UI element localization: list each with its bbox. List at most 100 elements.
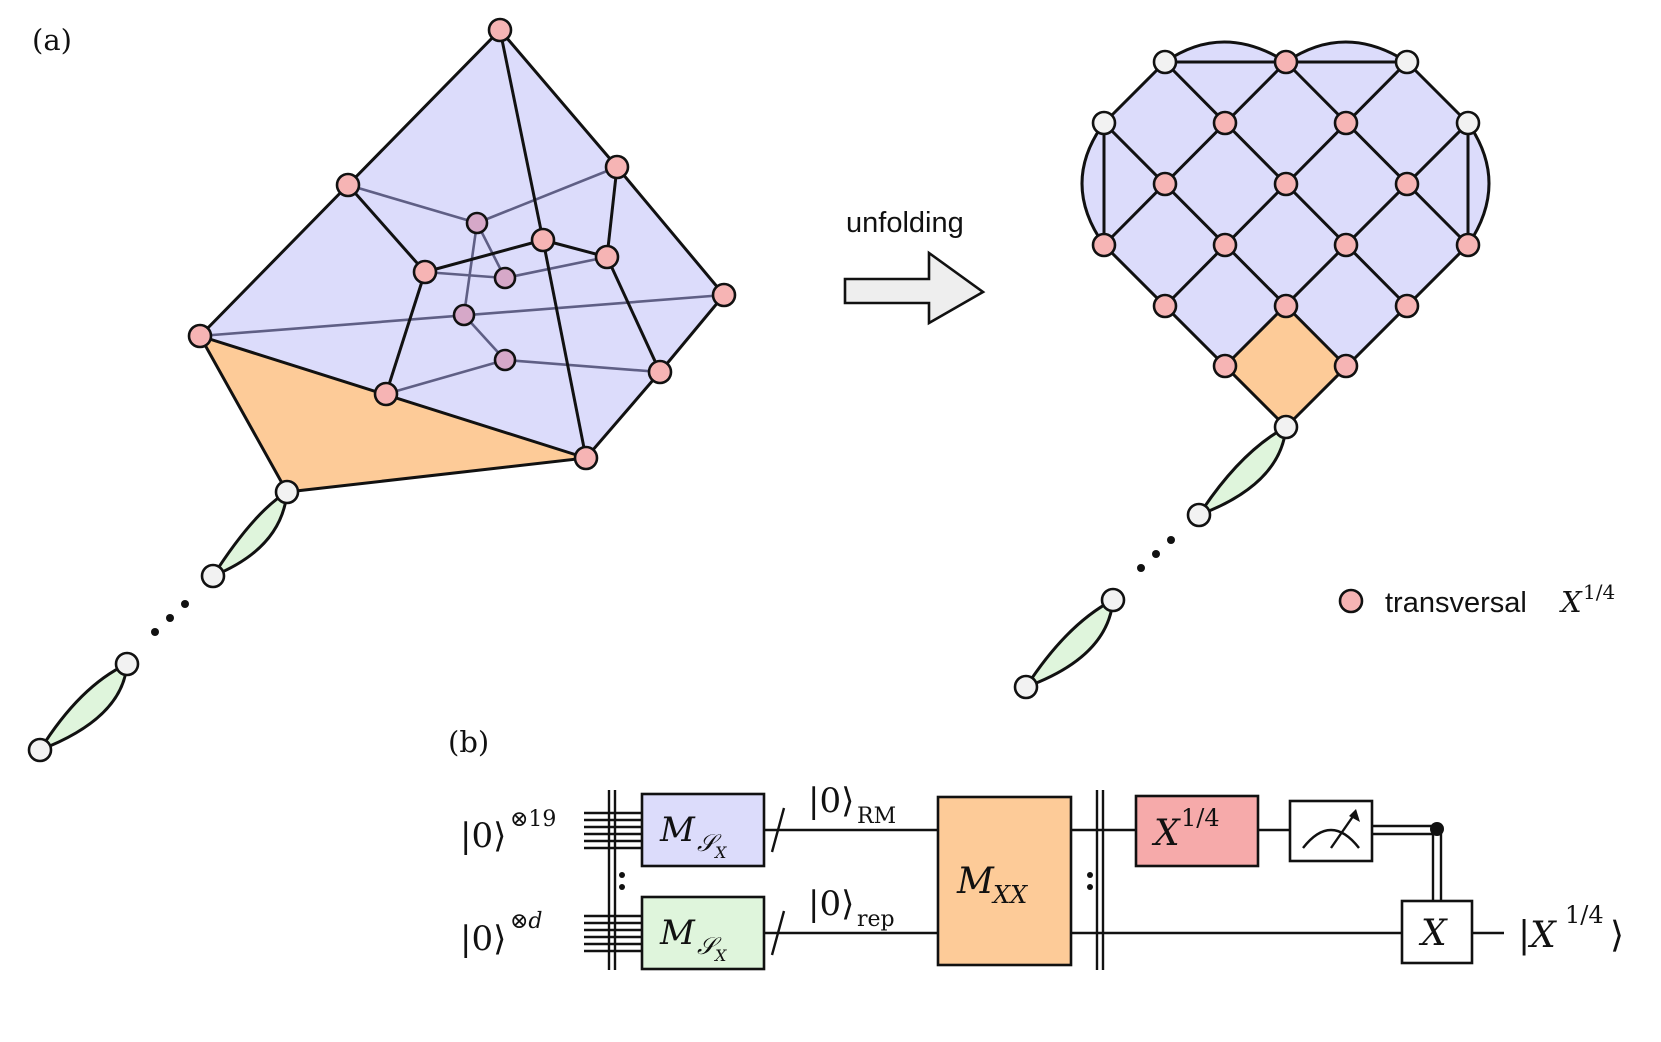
- leaf: [1022, 597, 1115, 690]
- panel-a-label: (a): [32, 23, 72, 57]
- input-ket-top: |0⟩: [460, 816, 506, 856]
- x-quarter-gate: [1134, 794, 1260, 868]
- wire-label-rm: |0⟩: [808, 781, 854, 821]
- red-node: [573, 445, 599, 471]
- ellipsis-dot: [1152, 550, 1160, 558]
- unfolded-graph: [1013, 40, 1491, 700]
- unfolding-label: unfolding: [846, 207, 964, 239]
- vdots: [619, 884, 625, 890]
- vdots: [1087, 872, 1093, 878]
- meter-needle-icon: [1330, 811, 1357, 849]
- red-node: [647, 359, 673, 385]
- top-lobe: [1281, 40, 1413, 64]
- red-node: [1152, 171, 1178, 197]
- ellipsis-dot: [1137, 564, 1145, 572]
- inner-node: [452, 303, 476, 327]
- white-node: [1152, 49, 1178, 75]
- wire-label-rep-sub: rep: [857, 907, 895, 932]
- output-close: ⟩: [1610, 915, 1624, 956]
- x-gate-label: X: [1418, 913, 1448, 954]
- ellipsis-dot: [166, 614, 174, 622]
- leaf-chain-left: [36, 489, 289, 754]
- measure-box-top: [640, 792, 766, 868]
- control-dot: [1430, 822, 1444, 836]
- measure-box-bottom: [640, 895, 766, 971]
- panel-b-label: (b): [448, 725, 489, 759]
- wire-bundle-bottom: [584, 914, 642, 953]
- measure-box-top-label: M: [659, 810, 696, 850]
- leaf: [36, 661, 129, 754]
- bundle-slash: [770, 807, 786, 853]
- red-node: [187, 323, 213, 349]
- red-node: [1333, 232, 1359, 258]
- legend-red-node: [1338, 588, 1364, 614]
- meter-arc-icon: [1302, 829, 1360, 849]
- red-node: [1273, 171, 1299, 197]
- ellipsis-dot: [151, 628, 159, 636]
- vdots: [619, 872, 625, 878]
- side-lobe: [1466, 118, 1491, 250]
- legend: transversal X 1/4: [1338, 580, 1615, 619]
- red-node: [1394, 293, 1420, 319]
- red-node: [1333, 110, 1359, 136]
- white-nodes-right: [1013, 49, 1481, 700]
- classical-wire: [1372, 824, 1443, 901]
- inner-nodes: [452, 211, 517, 372]
- red-nodes-right: [1091, 49, 1481, 379]
- white-node: [1100, 587, 1126, 613]
- vdots: [1087, 884, 1093, 890]
- x-quarter-sup: 1/4: [1181, 804, 1220, 832]
- side-lobe: [1080, 118, 1106, 250]
- red-node: [711, 282, 737, 308]
- legend-math: X: [1559, 585, 1583, 619]
- measure-box-top-subsub: X: [713, 843, 727, 862]
- ellipsis-dot: [181, 600, 189, 608]
- inner-node: [465, 211, 489, 235]
- ellipsis-dot: [1167, 536, 1175, 544]
- white-node: [1455, 110, 1481, 136]
- unfolding-arrow: [843, 250, 986, 326]
- white-node: [27, 737, 53, 763]
- red-node: [373, 381, 399, 407]
- leaf-chain-right: [1022, 424, 1288, 690]
- mxx-box: [936, 795, 1073, 967]
- red-node: [1212, 353, 1238, 379]
- red-node: [604, 154, 630, 180]
- red-node: [335, 172, 361, 198]
- bundle-slash: [770, 910, 786, 956]
- red-node: [1333, 353, 1359, 379]
- top-lobe: [1160, 40, 1292, 64]
- inner-node: [493, 266, 517, 290]
- folded-graph: [27, 17, 737, 763]
- legend-math-sup: 1/4: [1583, 580, 1615, 604]
- orange-face-left: [200, 336, 586, 492]
- input-ket-bottom: |0⟩: [460, 919, 506, 959]
- red-node: [487, 17, 513, 43]
- input-sup-top: ⊗19: [510, 807, 556, 832]
- meter-needle-head-icon: [1349, 809, 1360, 822]
- output-ket: |X: [1518, 915, 1557, 956]
- red-node: [1091, 232, 1117, 258]
- red-node: [412, 259, 438, 285]
- white-node: [1186, 502, 1212, 528]
- white-node: [1091, 110, 1117, 136]
- wire-bundle-top: [584, 811, 642, 850]
- white-node: [200, 563, 226, 589]
- red-node: [1455, 232, 1481, 258]
- wire-label-rep: |0⟩: [808, 884, 854, 924]
- output-sup: 1/4: [1565, 901, 1604, 929]
- leaf: [1195, 424, 1288, 519]
- wire-label-rm-sub: RM: [857, 804, 896, 829]
- white-node: [1013, 674, 1039, 700]
- input-sup-bottom: ⊗d: [510, 909, 543, 934]
- leaf: [209, 489, 289, 580]
- red-node: [530, 227, 556, 253]
- x-quarter-label: X: [1151, 813, 1181, 854]
- mxx-label: M: [956, 861, 995, 902]
- white-nodes-left: [27, 479, 300, 763]
- red-node: [1152, 293, 1178, 319]
- white-node: [1273, 414, 1299, 440]
- mxx-sub: XX: [991, 881, 1028, 909]
- white-node: [114, 651, 140, 677]
